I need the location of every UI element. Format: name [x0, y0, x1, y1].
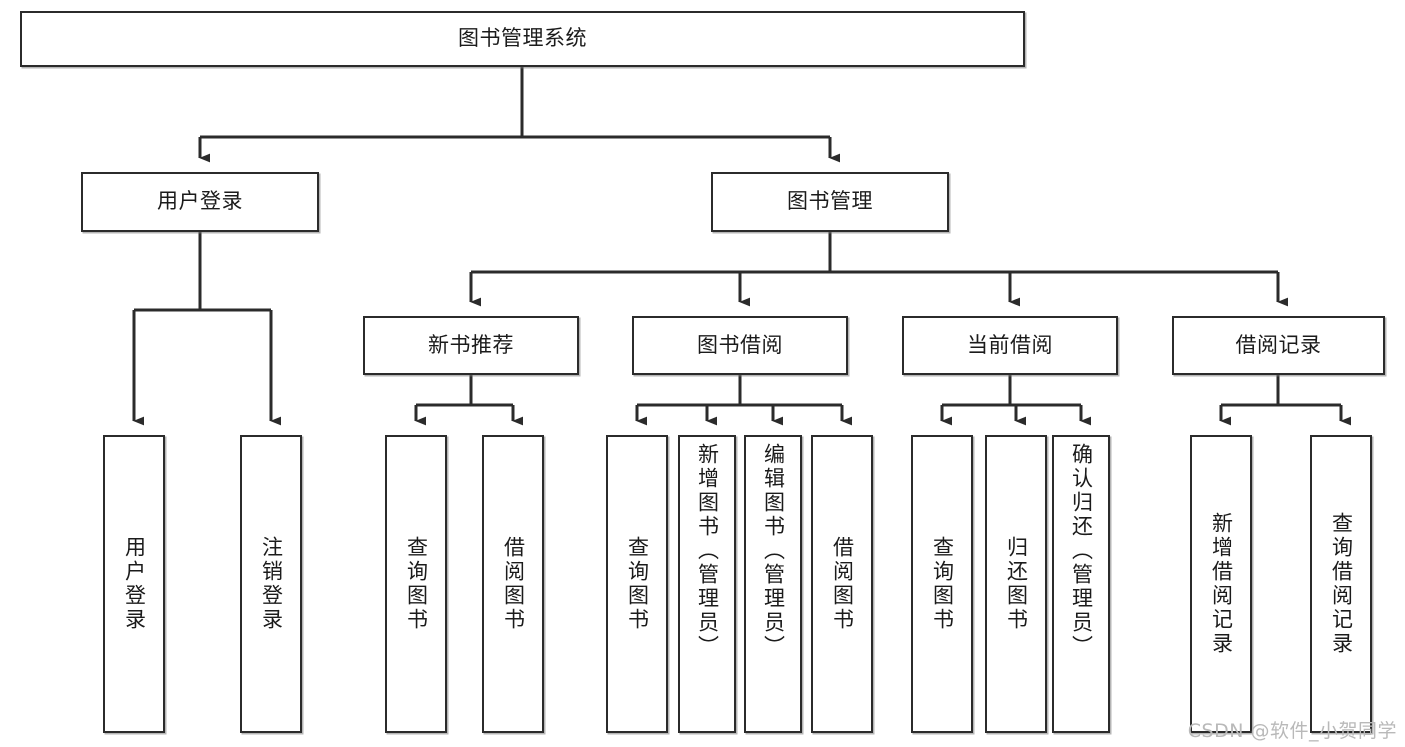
node-label: 借阅图书: [501, 536, 526, 632]
node-leaf-edit-book-admin[interactable]: 编辑图书（管理员）: [744, 435, 802, 733]
watermark-text: CSDN @软件_小贺同学: [1187, 720, 1397, 742]
node-label: 用户登录: [122, 536, 147, 632]
node-label: 借阅图书: [830, 536, 855, 632]
node-label: 查询借阅记录: [1329, 512, 1354, 656]
node-label: 新增借阅记录: [1209, 512, 1234, 656]
node-leaf-borrow-book-nbr[interactable]: 借阅图书: [482, 435, 544, 733]
node-leaf-confirm-return-admin[interactable]: 确认归还（管理员）: [1052, 435, 1110, 733]
node-leaf-logout[interactable]: 注销登录: [240, 435, 302, 733]
node-new-book-recommend[interactable]: 新书推荐: [363, 316, 579, 375]
node-leaf-add-book-admin[interactable]: 新增图书（管理员）: [678, 435, 736, 733]
node-leaf-add-borrow-record[interactable]: 新增借阅记录: [1190, 435, 1252, 733]
node-label: 用户登录: [157, 189, 243, 214]
node-label: 编辑图书（管理员）: [761, 443, 786, 659]
node-book-borrow[interactable]: 图书借阅: [632, 316, 848, 375]
node-user-login[interactable]: 用户登录: [81, 172, 319, 232]
node-borrow-record[interactable]: 借阅记录: [1172, 316, 1385, 375]
node-current-borrow[interactable]: 当前借阅: [902, 316, 1118, 375]
node-leaf-borrow-book-bb[interactable]: 借阅图书: [811, 435, 873, 733]
node-leaf-user-login[interactable]: 用户登录: [103, 435, 165, 733]
node-book-management[interactable]: 图书管理: [711, 172, 949, 232]
node-leaf-query-borrow-record[interactable]: 查询借阅记录: [1310, 435, 1372, 733]
node-label: 归还图书: [1004, 536, 1029, 632]
node-book-management-system[interactable]: 图书管理系统: [20, 11, 1025, 67]
node-leaf-query-book-nbr[interactable]: 查询图书: [385, 435, 447, 733]
node-label: 新增图书（管理员）: [695, 443, 720, 659]
node-label: 图书管理: [787, 189, 873, 214]
node-label: 图书借阅: [697, 332, 783, 357]
node-leaf-query-book-bb[interactable]: 查询图书: [606, 435, 668, 733]
node-label: 注销登录: [259, 536, 284, 632]
node-label: 查询图书: [404, 536, 429, 632]
node-leaf-return-book[interactable]: 归还图书: [985, 435, 1047, 733]
node-label: 当前借阅: [967, 332, 1053, 357]
node-label: 图书管理系统: [458, 26, 587, 51]
node-label: 新书推荐: [428, 332, 514, 357]
node-label: 确认归还（管理员）: [1069, 443, 1094, 659]
node-label: 借阅记录: [1235, 332, 1322, 357]
node-label: 查询图书: [625, 536, 650, 632]
node-label: 查询图书: [930, 536, 955, 632]
node-leaf-query-book-cb[interactable]: 查询图书: [911, 435, 973, 733]
